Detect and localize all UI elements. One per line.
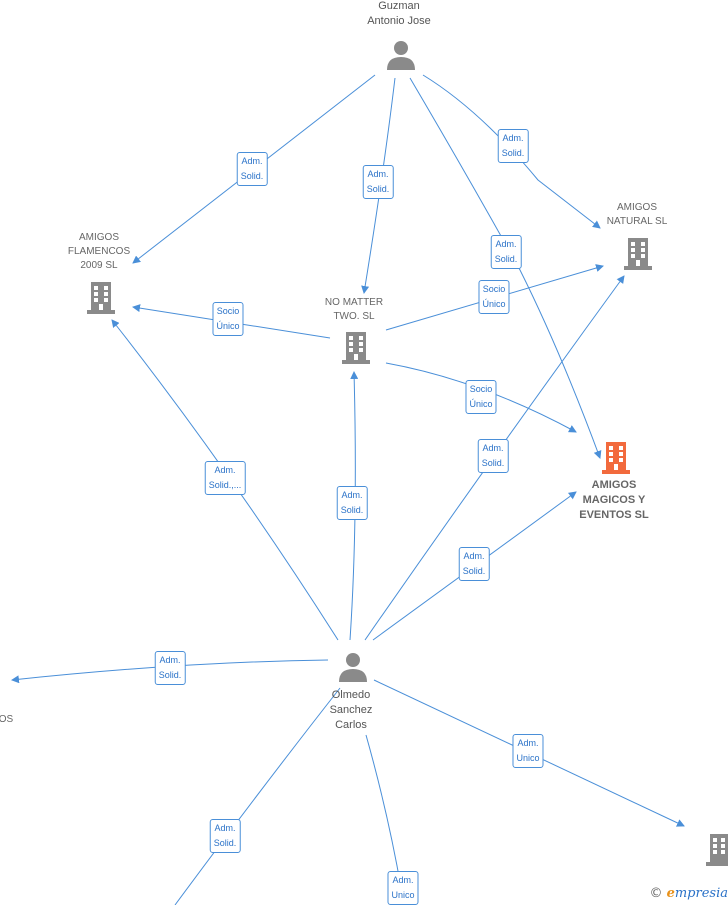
edge-guzman-natural bbox=[422, 74, 601, 229]
edge-label-olmedo-flamencos: Adm. Solid.,... bbox=[204, 461, 246, 495]
edge-label-olmedo-left: Adm. Solid. bbox=[154, 651, 186, 685]
building-icon-focus[interactable] bbox=[600, 440, 632, 474]
person-label-guzman[interactable]: Guzman Antonio Jose bbox=[367, 0, 431, 27]
edge-label-guzman-nomatter: Adm. Solid. bbox=[362, 165, 394, 199]
copyright-icon: © bbox=[649, 886, 663, 901]
company-label-left-partial[interactable]: OS bbox=[0, 714, 14, 725]
edge-label-olmedo-magicos: Adm. Solid. bbox=[458, 547, 490, 581]
edge-label-nomatter-magicos: Socio Único bbox=[465, 380, 497, 414]
edge-label-guzman-flamencos: Adm. Solid. bbox=[236, 152, 268, 186]
company-label-flamencos[interactable]: AMIGOS FLAMENCOS 2009 SL bbox=[67, 232, 131, 271]
edge-guzman-magicos bbox=[409, 77, 602, 459]
company-label-magicos[interactable]: AMIGOS MAGICOS Y EVENTOS SL bbox=[579, 479, 649, 521]
building-icon[interactable] bbox=[85, 280, 117, 314]
person-icon[interactable] bbox=[338, 652, 368, 682]
edge-olmedo-bottomleft bbox=[174, 687, 341, 905]
person-icon[interactable] bbox=[386, 40, 416, 70]
edge-label-nomatter-natural: Socio Único bbox=[478, 280, 510, 314]
company-label-natural[interactable]: AMIGOS NATURAL SL bbox=[606, 202, 668, 227]
edge-label-olmedo-right: Adm. Unico bbox=[512, 734, 544, 768]
building-icon[interactable] bbox=[340, 330, 372, 364]
building-icon[interactable] bbox=[704, 832, 728, 868]
edge-label-olmedo-natural: Adm. Solid. bbox=[477, 439, 509, 473]
company-label-nomatter[interactable]: NO MATTER TWO. SL bbox=[324, 297, 384, 322]
person-label-olmedo[interactable]: Olmedo Sanchez Carlos bbox=[329, 689, 373, 731]
building-icon[interactable] bbox=[622, 236, 654, 270]
edge-label-nomatter-flamencos: Socio Único bbox=[212, 302, 244, 336]
brand-name: mpresia bbox=[674, 886, 728, 901]
empresia-watermark: © empresia bbox=[649, 886, 728, 901]
edge-label-guzman-magicos: Adm. Solid. bbox=[490, 235, 522, 269]
edge-label-olmedo-bottomleft: Adm. Solid. bbox=[209, 819, 241, 853]
edge-label-guzman-natural: Adm. Solid. bbox=[497, 129, 529, 163]
brand-initial: e bbox=[666, 886, 675, 901]
edge-label-olmedo-bottom: Adm. Unico bbox=[387, 871, 419, 905]
edge-label-olmedo-nomatter: Adm. Solid. bbox=[336, 486, 368, 520]
